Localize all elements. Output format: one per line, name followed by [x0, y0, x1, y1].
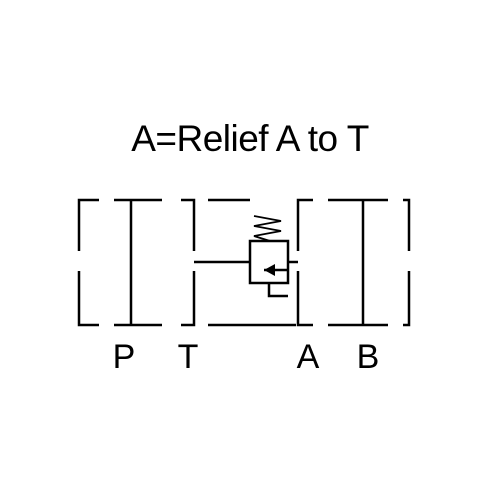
- diagram-title: A=Relief A to T: [131, 118, 369, 159]
- b-module-block: [328, 198, 411, 327]
- spring-icon: [253, 215, 282, 242]
- port-label-a: A: [296, 338, 320, 376]
- port-label-b: B: [356, 338, 380, 376]
- port-label-p: P: [112, 338, 136, 376]
- valve-body: [248, 239, 290, 285]
- pilot-line: [267, 283, 288, 298]
- p-module-block: [77, 198, 162, 327]
- relief-module-block: [194, 198, 313, 327]
- arrow-head-icon: [264, 264, 275, 276]
- relief-valve-element: [248, 215, 290, 298]
- t-module-block: [181, 198, 196, 327]
- port-label-t: T: [177, 338, 199, 376]
